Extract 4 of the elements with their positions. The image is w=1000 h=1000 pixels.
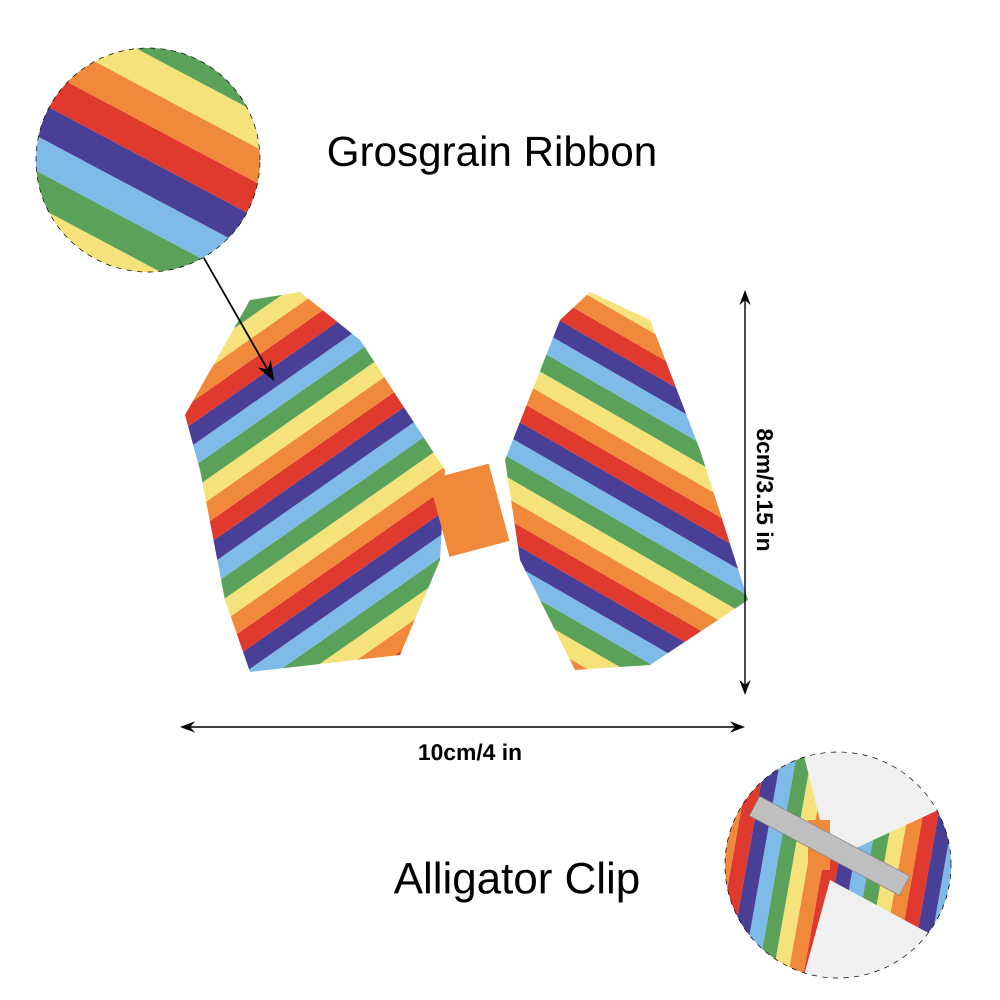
label-text: Grosgrain Ribbon xyxy=(328,135,654,175)
label-text: Alligator Clip xyxy=(394,862,638,902)
dimension-label: 8cm/3.15 in xyxy=(756,429,774,550)
dimension-label: 10cm/4 in xyxy=(419,743,521,761)
